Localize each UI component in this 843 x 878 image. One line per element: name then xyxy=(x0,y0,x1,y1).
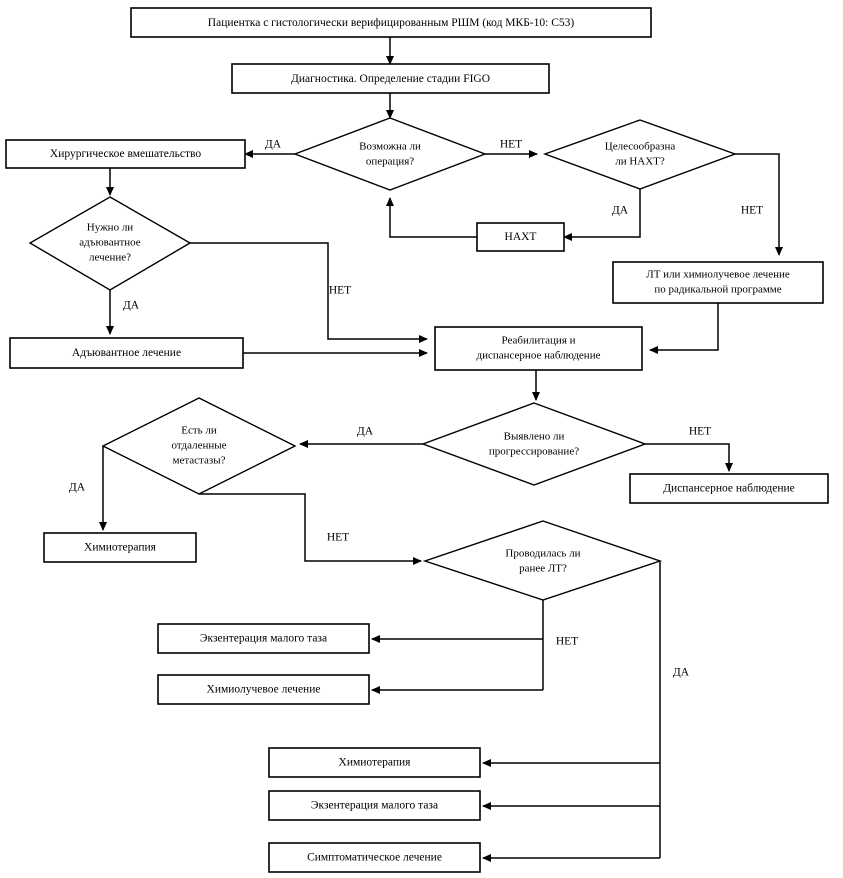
node-exenteration-2[interactable]: Экзентерация малого таза xyxy=(268,790,481,821)
progression-detected-label-line1: Выявлено ли xyxy=(504,431,565,443)
connectors xyxy=(99,37,783,862)
node-dispensary-observation[interactable]: Диспансерное наблюдение xyxy=(629,473,829,504)
surgical-intervention-box[interactable] xyxy=(5,139,246,169)
node-adjuvant-needed[interactable]: Нужно ли адъювантное лечение? xyxy=(28,196,192,291)
edge-label-surgery-no: НЕТ xyxy=(500,139,522,151)
edge-label-adjuvant-yes: ДА xyxy=(123,300,140,312)
edge-label-surgery-yes: ДА xyxy=(265,139,282,151)
dispensary-observation-box[interactable] xyxy=(629,473,829,504)
edge-label-progression-no: НЕТ xyxy=(689,426,711,438)
edge-label-prior-rt-no: НЕТ xyxy=(556,636,578,648)
naht-label: НАХТ xyxy=(505,231,537,243)
edge-label-progression-yes: ДА xyxy=(357,426,374,438)
node-naht-reasonable[interactable]: Целесообразна ли НАХТ? xyxy=(542,119,738,190)
node-chemotherapy-2[interactable]: Химиотерапия xyxy=(268,747,481,778)
distant-metastases-diamond[interactable] xyxy=(101,397,297,495)
node-chemoradiation[interactable]: Химиолучевое лечение xyxy=(157,674,370,705)
surgery-possible-diamond[interactable] xyxy=(293,117,487,191)
radical-program-label-line1: ЛТ или химиолучевое лечение xyxy=(646,269,790,281)
edge-label-naht-yes: ДА xyxy=(612,205,629,217)
chemotherapy-2-label: Химиотерапия xyxy=(339,757,412,769)
adjuvant-needed-label-line1: Нужно ли xyxy=(87,222,134,234)
edge-progression-no-to-dispensary xyxy=(645,443,733,472)
edge-metastases-no-to-prior-rt-decision xyxy=(199,493,422,565)
symptomatic-box[interactable] xyxy=(268,842,481,873)
node-chemotherapy-1[interactable]: Химиотерапия xyxy=(43,532,197,563)
edge-label-adjuvant-no: НЕТ xyxy=(329,285,351,297)
rehabilitation-label-line2: диспансерное наблюдение xyxy=(477,350,601,362)
node-surgical-intervention[interactable]: Хирургическое вмешательство xyxy=(5,139,246,169)
radical-program-box[interactable] xyxy=(612,261,824,304)
node-exenteration-1[interactable]: Экзентерация малого таза xyxy=(157,623,370,654)
edge-labels: ДА НЕТ ДА НЕТ ДА НЕТ ДА НЕТ ДА НЕТ НЕТ Д… xyxy=(69,139,763,679)
chemotherapy-1-box[interactable] xyxy=(43,532,197,563)
naht-reasonable-diamond[interactable] xyxy=(542,119,738,190)
prior-rt-diamond[interactable] xyxy=(422,520,663,601)
distant-metastases-label-line1: Есть ли xyxy=(181,425,217,437)
node-distant-metastases[interactable]: Есть ли отдаленные метастазы? xyxy=(101,397,297,495)
chemotherapy-2-box[interactable] xyxy=(268,747,481,778)
symptomatic-label: Симптоматическое лечение xyxy=(307,852,442,864)
naht-reasonable-label-line1: Целесообразна xyxy=(605,141,676,153)
radical-program-label-line2: по радикальной программе xyxy=(654,284,781,296)
edge-naht-yes-to-naht-box xyxy=(563,189,641,241)
node-symptomatic[interactable]: Симптоматическое лечение xyxy=(268,842,481,873)
node-rehabilitation[interactable]: Реабилитация и диспансерное наблюдение xyxy=(434,326,643,371)
prior-rt-label-line2: ранее ЛТ? xyxy=(519,563,567,575)
edge-label-metastases-yes: ДА xyxy=(69,482,86,494)
node-adjuvant-treatment[interactable]: Адъювантное лечение xyxy=(9,337,244,369)
edge-label-metastases-no: НЕТ xyxy=(327,532,349,544)
node-progression-detected[interactable]: Выявлено ли прогрессирование? xyxy=(420,402,648,486)
progression-detected-diamond[interactable] xyxy=(420,402,648,486)
distant-metastases-label-line3: метастазы? xyxy=(173,455,226,467)
surgery-possible-label-line1: Возможна ли xyxy=(359,141,421,153)
adjuvant-needed-diamond[interactable] xyxy=(28,196,192,291)
adjuvant-needed-label-line2: адъювантное xyxy=(79,237,141,249)
patient-label: Пациентка с гистологически верифицирован… xyxy=(208,17,575,29)
rehabilitation-label-line1: Реабилитация и xyxy=(501,335,575,347)
naht-box[interactable] xyxy=(476,222,565,252)
surgery-possible-label-line2: операция? xyxy=(366,156,414,168)
exenteration-2-box[interactable] xyxy=(268,790,481,821)
diagnostics-box[interactable] xyxy=(231,63,550,94)
chemoradiation-box[interactable] xyxy=(157,674,370,705)
chemoradiation-label: Химиолучевое лечение xyxy=(207,684,321,696)
diagnostics-label: Диагностика. Определение стадии FIGO xyxy=(291,73,490,85)
chemotherapy-1-label: Химиотерапия xyxy=(84,542,157,554)
edge-radical-program-to-rehabilitation xyxy=(649,303,719,354)
prior-rt-label-line1: Проводилась ли xyxy=(505,548,580,560)
node-surgery-possible[interactable]: Возможна ли операция? xyxy=(293,117,487,191)
edge-naht-box-to-surgery-decision xyxy=(386,197,477,238)
adjuvant-treatment-box[interactable] xyxy=(9,337,244,369)
node-naht[interactable]: НАХТ xyxy=(476,222,565,252)
edge-label-prior-rt-yes: ДА xyxy=(673,667,690,679)
exenteration-1-label: Экзентерация малого таза xyxy=(200,633,327,645)
edge-label-naht-no: НЕТ xyxy=(741,205,763,217)
progression-detected-label-line2: прогрессирование? xyxy=(489,446,579,458)
edge-naht-no-to-radical-program xyxy=(735,153,783,256)
exenteration-2-label: Экзентерация малого таза xyxy=(311,800,438,812)
node-diagnostics[interactable]: Диагностика. Определение стадии FIGO xyxy=(231,63,550,94)
adjuvant-needed-label-line3: лечение? xyxy=(89,252,131,264)
node-patient[interactable]: Пациентка с гистологически верифицирован… xyxy=(130,7,652,38)
surgical-intervention-label: Хирургическое вмешательство xyxy=(50,148,201,160)
patient-box[interactable] xyxy=(130,7,652,38)
node-radical-program[interactable]: ЛТ или химиолучевое лечение по радикальн… xyxy=(612,261,824,304)
exenteration-1-box[interactable] xyxy=(157,623,370,654)
node-prior-rt[interactable]: Проводилась ли ранее ЛТ? xyxy=(422,520,663,601)
dispensary-observation-label: Диспансерное наблюдение xyxy=(663,483,795,495)
adjuvant-treatment-label: Адъювантное лечение xyxy=(72,347,181,359)
distant-metastases-label-line2: отдаленные xyxy=(171,440,226,452)
rehabilitation-box[interactable] xyxy=(434,326,643,371)
naht-reasonable-label-line2: ли НАХТ? xyxy=(615,156,665,168)
edge-adjuvant-no-to-rehabilitation xyxy=(190,242,428,343)
